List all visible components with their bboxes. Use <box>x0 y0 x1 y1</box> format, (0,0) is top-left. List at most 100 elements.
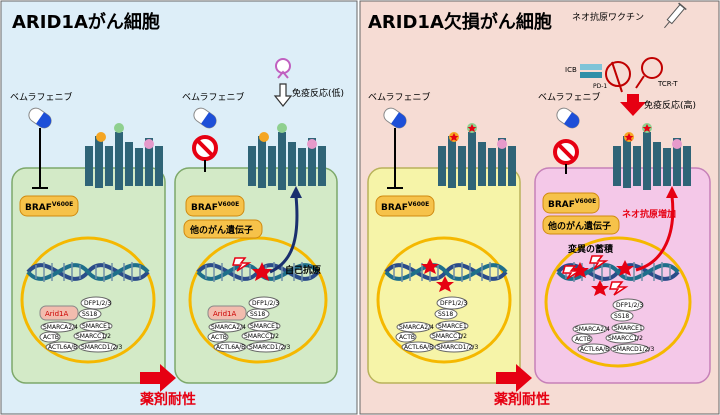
arid1a-label: Arid1A <box>45 310 69 318</box>
right-drug-label-1: ベムラフェニブ <box>368 91 431 103</box>
right-braf-box-1 <box>375 195 435 217</box>
icb-antibody <box>580 64 602 70</box>
svg-text:BRAFV600E: BRAFV600E <box>25 201 73 213</box>
no-sign-icon <box>192 135 218 161</box>
left-drug-label-2: ベムラフェニブ <box>182 91 245 103</box>
complex-label: DFP1/2/3 <box>84 300 111 307</box>
neoantigen-star <box>449 133 459 141</box>
left-complex-1: Arid1A DFP1/2/3 SS18 SMARCA2/4 SMARCE1 A… <box>39 296 122 353</box>
neoantigen-arrowhead <box>666 186 678 198</box>
left-braf-box-1 <box>19 195 79 217</box>
self-antigen-arrow <box>269 195 299 274</box>
complex-label: ACTB <box>43 334 59 341</box>
ligand-pink <box>497 139 507 149</box>
immune-response-high: 免疫反応(高) <box>644 99 696 111</box>
right-drug-label-2: ベムラフェニブ <box>538 91 601 103</box>
other-genes-box <box>542 215 620 235</box>
ligand-orange <box>96 132 106 142</box>
ligand-pink <box>672 139 682 149</box>
left-drug-label-1: ベムラフェニブ <box>10 91 73 103</box>
neoantigen-star <box>624 133 634 141</box>
t-cell-tail <box>611 61 623 93</box>
complex-label: SMARCA2/4 <box>399 324 434 331</box>
complex-label: ACTB <box>399 334 415 341</box>
complex-label: SMARCA2/4 <box>43 324 78 331</box>
complex-label: SMARCA2/4 <box>211 324 246 331</box>
complex-label: ACTB <box>211 334 227 341</box>
braf-superscript: V600E <box>575 198 596 205</box>
neoantigen-increase-label: ネオ抗原増加 <box>622 208 676 220</box>
ligand-pink <box>307 139 317 149</box>
neoantigen-star <box>467 124 477 132</box>
right-braf-box-2 <box>542 192 600 214</box>
mutation-bolt-icon <box>562 265 582 280</box>
mutation-star <box>591 280 609 296</box>
right-complex-2: DFP1/2/3 SS18 SMARCA2/4 SMARCE1 ACTB SMA… <box>571 298 654 355</box>
mutation-bolt-icon <box>609 281 629 296</box>
immune-response-low: 免疫反応(低) <box>292 87 344 99</box>
other-genes-label: 他のがん遺伝子 <box>189 224 253 236</box>
ligand-orange <box>259 132 269 142</box>
other-genes-label-right: 他のがん遺伝子 <box>547 220 611 232</box>
mutation-star <box>252 262 272 281</box>
braf-label: BRAF <box>381 203 408 213</box>
mutation-accum-label: 変異の蓄積 <box>568 243 614 255</box>
svg-text:BRAFV600E: BRAFV600E <box>381 201 429 213</box>
complex-label: SMARCD1/2/3 <box>613 346 654 353</box>
complex-label: SMARCC1/2 <box>76 333 111 340</box>
right-resistance-label: 薬剤耐性 <box>494 391 550 408</box>
svg-text:BRAFV600E: BRAFV600E <box>191 201 239 213</box>
ligand-green <box>277 123 287 133</box>
self-antigen-arrowhead <box>290 186 302 198</box>
ligand-green <box>114 123 124 133</box>
complex-label: ACTL6A/B <box>404 344 433 351</box>
pd1-label: PD-1 <box>593 83 607 90</box>
right-progression-arrow <box>496 364 532 392</box>
icb-label: ICB <box>565 66 577 74</box>
other-genes-box <box>183 219 263 239</box>
braf-superscript: V600E <box>52 201 73 208</box>
complex-label: ACTL6A/B <box>580 346 609 353</box>
no-sign-icon <box>553 139 579 165</box>
left-complex-2: Arid1A DFP1/2/3 SS18 SMARCA2/4 SMARCE1 A… <box>207 296 290 353</box>
right-complex-1: DFP1/2/3 SS18 SMARCA2/4 SMARCE1 ACTB SMA… <box>395 296 478 353</box>
mutation-star <box>436 276 454 292</box>
complex-label: SS18 <box>82 311 97 318</box>
complex-label: ACTL6A/B <box>216 344 245 351</box>
neoantigen-arrow <box>635 195 675 272</box>
complex-label: SMARCD1/2/3 <box>249 344 290 351</box>
braf-label: BRAF <box>548 200 575 210</box>
self-antigen-label: 自己抗原 <box>285 264 321 276</box>
antigen-stem <box>277 70 289 79</box>
svg-text:BRAFV600E: BRAFV600E <box>548 198 596 210</box>
left-progression-arrow <box>140 364 176 392</box>
complex-label: ACTB <box>575 336 591 343</box>
complex-label: DFP1/2/3 <box>616 302 643 309</box>
complex-label: SMARCD1/2/3 <box>81 344 122 351</box>
complex-label: SMARCC1/2 <box>432 333 467 340</box>
tcr-t-icon <box>641 57 663 79</box>
right-title: ARID1A欠損がん細胞 <box>368 11 552 33</box>
vaccine-label: ネオ抗原ワクチン <box>572 11 644 23</box>
complex-label: SMARCD1/2/3 <box>437 344 478 351</box>
complex-label: SMARCA2/4 <box>575 326 610 333</box>
complex-label: SMARCE1 <box>82 323 111 330</box>
low-response-arrow <box>273 83 293 107</box>
complex-label: SS18 <box>438 311 453 318</box>
braf-superscript: V600E <box>408 201 429 208</box>
complex-label: SMARCE1 <box>614 325 643 332</box>
complex-label: SMARCC1/2 <box>244 333 279 340</box>
tcr-t-tail <box>635 75 645 89</box>
arid1a-label: Arid1A <box>213 310 237 318</box>
left-resistance-label: 薬剤耐性 <box>140 391 196 408</box>
syringe-icon <box>664 2 687 29</box>
t-cell-icon <box>605 61 631 87</box>
complex-label: SMARCE1 <box>438 323 467 330</box>
icb-antibody-2 <box>580 72 602 78</box>
mutation-bolt-icon <box>232 257 252 272</box>
left-title: ARID1Aがん細胞 <box>12 11 160 33</box>
complex-label: DFP1/2/3 <box>252 300 279 307</box>
mutation-star <box>616 260 634 276</box>
braf-label: BRAF <box>191 203 218 213</box>
